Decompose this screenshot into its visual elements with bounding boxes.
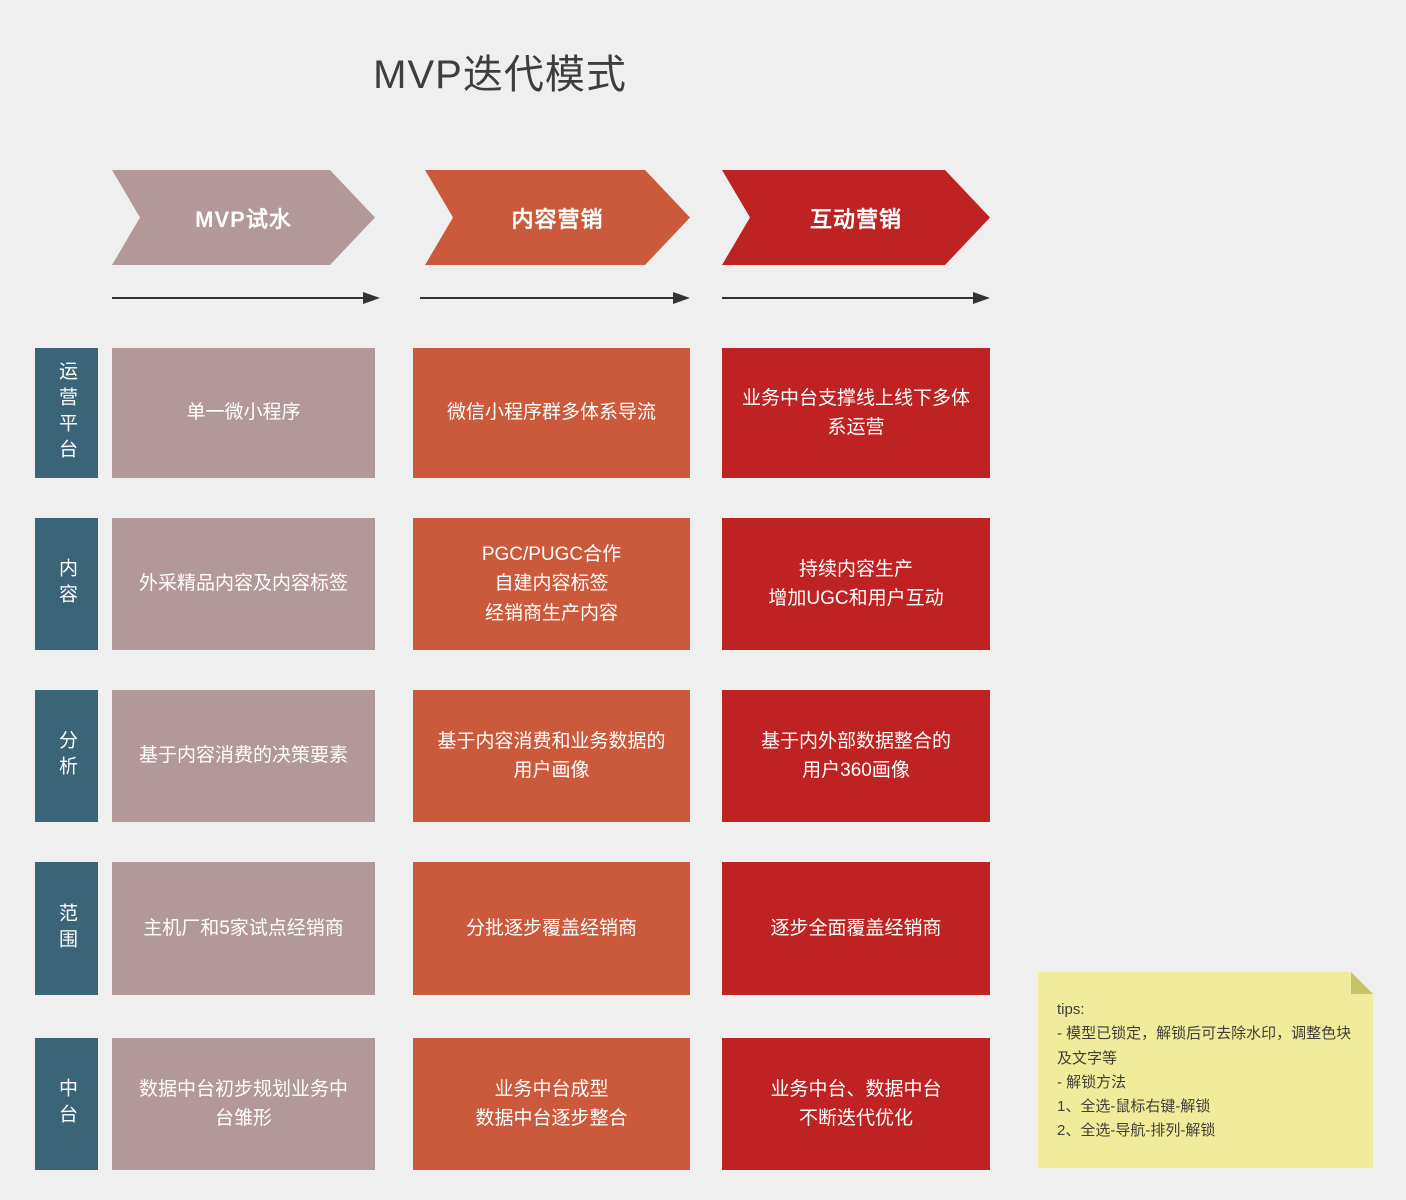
matrix-cell: 基于内容消费的决策要素 [112,690,375,822]
stage-arrow-mvp-trial: MVP试水 [112,170,375,265]
matrix-cell: 持续内容生产 增加UGC和用户互动 [722,518,990,650]
sticky-note-fold-corner-icon [1351,972,1373,994]
row-label-middle-platform: 中台 [35,1038,98,1170]
matrix-cell: 逐步全面覆盖经销商 [722,862,990,995]
row-label-scope: 范围 [35,862,98,995]
row-label-operation-platform: 运营平台 [35,348,98,478]
stage-arrow-label: MVP试水 [195,206,292,232]
arrow-head-icon [673,292,690,304]
arrow-head-icon [363,292,380,304]
arrow-line [722,297,973,299]
matrix-cell: 基于内外部数据整合的 用户360画像 [722,690,990,822]
stage-arrow-label: 互动营销 [809,206,902,232]
matrix-cell: 基于内容消费和业务数据的 用户画像 [413,690,690,822]
matrix-cell: 外采精品内容及内容标签 [112,518,375,650]
matrix-cell: 业务中台、数据中台 不断迭代优化 [722,1038,990,1170]
timeline-arrow-icon [112,291,380,305]
matrix-cell: 数据中台初步规划业务中 台雏形 [112,1038,375,1170]
row-label-analysis: 分析 [35,690,98,822]
stage-arrow-interactive-marketing: 互动营销 [722,170,990,265]
row-label-content: 内容 [35,518,98,650]
matrix-cell: 主机厂和5家试点经销商 [112,862,375,995]
stage-arrow-label: 内容营销 [511,206,604,232]
arrow-head-icon [973,292,990,304]
matrix-cell: 业务中台支撑线上线下多体 系运营 [722,348,990,478]
arrow-line [112,297,363,299]
tips-sticky-note: tips: - 模型已锁定，解锁后可去除水印，调整色块及文字等 - 解锁方法 1… [1038,972,1373,1168]
matrix-cell: 分批逐步覆盖经销商 [413,862,690,995]
matrix-cell: PGC/PUGC合作 自建内容标签 经销商生产内容 [413,518,690,650]
page-title: MVP迭代模式 [373,53,627,97]
arrow-line [420,297,673,299]
matrix-cell: 单一微小程序 [112,348,375,478]
stage-arrow-content-marketing: 内容营销 [425,170,690,265]
timeline-arrow-icon [420,291,690,305]
timeline-arrow-icon [722,291,990,305]
matrix-cell: 微信小程序群多体系导流 [413,348,690,478]
matrix-cell: 业务中台成型 数据中台逐步整合 [413,1038,690,1170]
